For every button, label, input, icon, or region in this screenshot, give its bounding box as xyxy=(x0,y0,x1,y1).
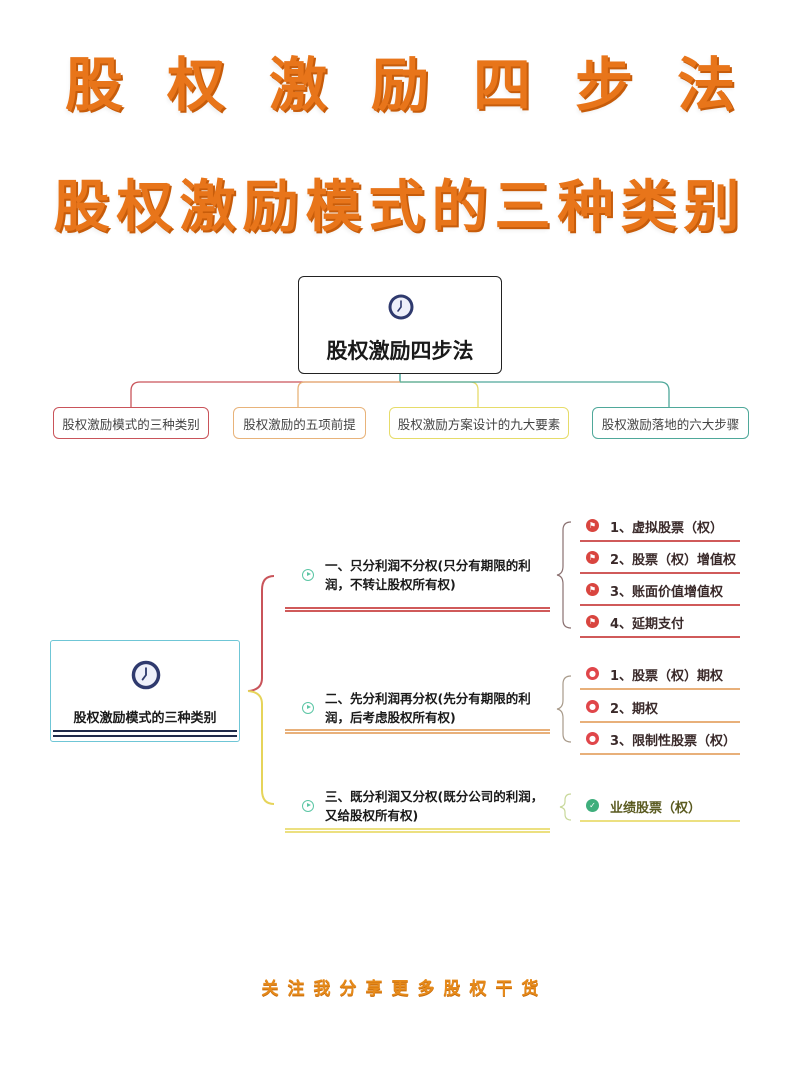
leaf-label: 业绩股票（权） xyxy=(610,801,702,816)
user-icon: ● xyxy=(586,700,599,713)
category-underline xyxy=(285,607,550,612)
category-root-node[interactable]: 股权激励模式的三种类别 xyxy=(50,640,240,742)
footer-call-to-action: 关注我分享更多股权干货 xyxy=(261,979,548,999)
branch-label: 股权激励落地的六大步骤 xyxy=(601,416,740,432)
root-node[interactable]: 股权激励四步法 xyxy=(298,276,502,374)
leaf-label: 3、限制性股票（权） xyxy=(610,734,737,749)
branch-node-4[interactable]: 股权激励落地的六大步骤 xyxy=(592,407,749,439)
category-label: 二、先分利润再分权(先分有期限的利润，后考虑股权所有权) xyxy=(325,691,531,725)
top-map-connectors xyxy=(130,374,670,407)
leaf-item[interactable]: ● 2、期权 xyxy=(580,693,740,723)
branch-label: 股权激励模式的三种类别 xyxy=(62,416,200,432)
clock-icon xyxy=(388,294,414,320)
branch-label: 股权激励的五项前提 xyxy=(243,416,356,432)
leaf-label: 4、延期支付 xyxy=(610,617,685,632)
category-label: 三、既分利润又分权(既分公司的利润，又给股权所有权) xyxy=(325,789,544,823)
clock-icon xyxy=(131,660,161,690)
play-circle-icon xyxy=(302,800,314,812)
flag-icon: ⚑ xyxy=(586,519,599,532)
sub-title: 股权激励模式的三种类别 xyxy=(53,175,747,240)
flag-icon: ⚑ xyxy=(586,615,599,628)
leaf-label: 2、股票（权）增值权 xyxy=(610,553,737,568)
branch-node-2[interactable]: 股权激励的五项前提 xyxy=(233,407,366,439)
leaf-item[interactable]: ● 3、限制性股票（权） xyxy=(580,725,740,755)
leaf-item[interactable]: ✓ 业绩股票（权） xyxy=(580,792,740,822)
leaf-label: 1、虚拟股票（权） xyxy=(610,521,724,536)
branch-node-3[interactable]: 股权激励方案设计的九大要素 xyxy=(389,407,569,439)
leaf-item[interactable]: ● 1、股票（权）期权 xyxy=(580,660,740,690)
double-underline xyxy=(53,730,237,737)
category-root-label: 股权激励模式的三种类别 xyxy=(73,711,217,726)
leaf-label: 2、期权 xyxy=(610,702,659,717)
user-icon: ● xyxy=(586,732,599,745)
category-underline xyxy=(285,729,550,734)
root-node-label: 股权激励四步法 xyxy=(326,339,474,363)
leaf-label: 3、账面价值增值权 xyxy=(610,585,724,600)
leaf-label: 1、股票（权）期权 xyxy=(610,669,724,684)
main-title: 股权激励四步法 xyxy=(64,51,779,119)
flag-icon: ⚑ xyxy=(586,551,599,564)
leaf-item[interactable]: ⚑ 4、延期支付 xyxy=(580,608,740,638)
category-label: 一、只分利润不分权(只分有期限的利润，不转让股权所有权) xyxy=(325,558,531,592)
leaf-item[interactable]: ⚑ 3、账面价值增值权 xyxy=(580,576,740,606)
flag-icon: ⚑ xyxy=(586,583,599,596)
detail-map-braces xyxy=(247,521,572,821)
leaf-item[interactable]: ⚑ 1、虚拟股票（权） xyxy=(580,512,740,542)
leaf-item[interactable]: ⚑ 2、股票（权）增值权 xyxy=(580,544,740,574)
branch-node-1[interactable]: 股权激励模式的三种类别 xyxy=(53,407,209,439)
branch-label: 股权激励方案设计的九大要素 xyxy=(397,416,561,432)
check-circle-icon: ✓ xyxy=(586,799,599,812)
category-underline xyxy=(285,828,550,833)
user-icon: ● xyxy=(586,667,599,680)
play-circle-icon xyxy=(302,702,314,714)
play-circle-icon xyxy=(302,569,314,581)
